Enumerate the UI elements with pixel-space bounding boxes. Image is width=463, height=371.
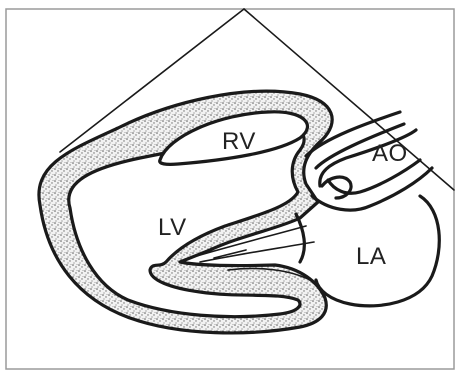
label-rv: RV bbox=[222, 128, 256, 155]
label-lv: LV bbox=[158, 214, 187, 241]
label-la: LA bbox=[356, 243, 386, 270]
label-ao: AO bbox=[372, 140, 408, 167]
